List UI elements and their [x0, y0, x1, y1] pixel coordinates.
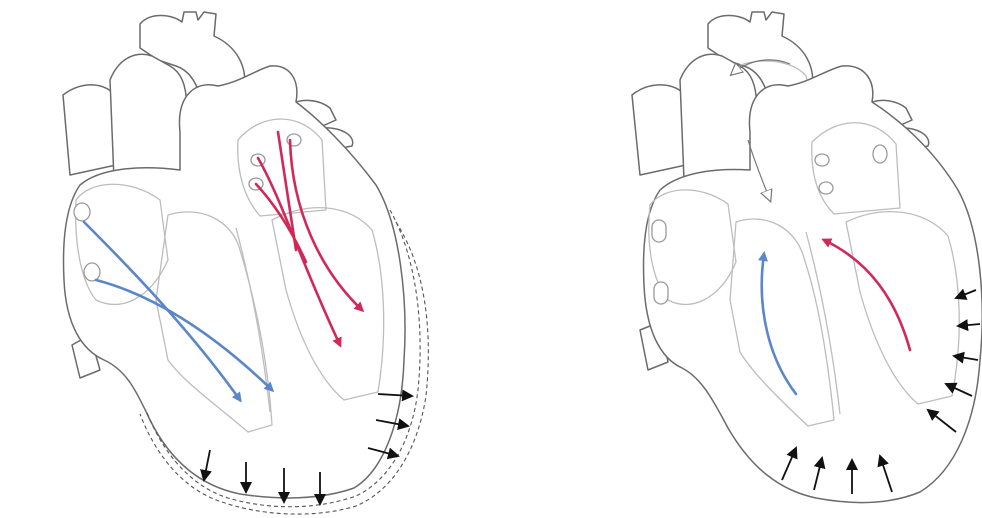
left-heart-filling — [63, 12, 428, 514]
vessel-opening — [873, 145, 887, 163]
vessel-opening — [74, 203, 90, 221]
vessel-opening — [654, 282, 668, 304]
vessel-opening — [652, 220, 666, 242]
right-heart-contraction — [632, 12, 982, 503]
vessel-opening — [819, 182, 833, 194]
vena-cava — [63, 85, 116, 175]
vessel-opening — [815, 154, 829, 166]
vena-cava — [632, 85, 686, 175]
vessel-opening — [84, 263, 100, 281]
